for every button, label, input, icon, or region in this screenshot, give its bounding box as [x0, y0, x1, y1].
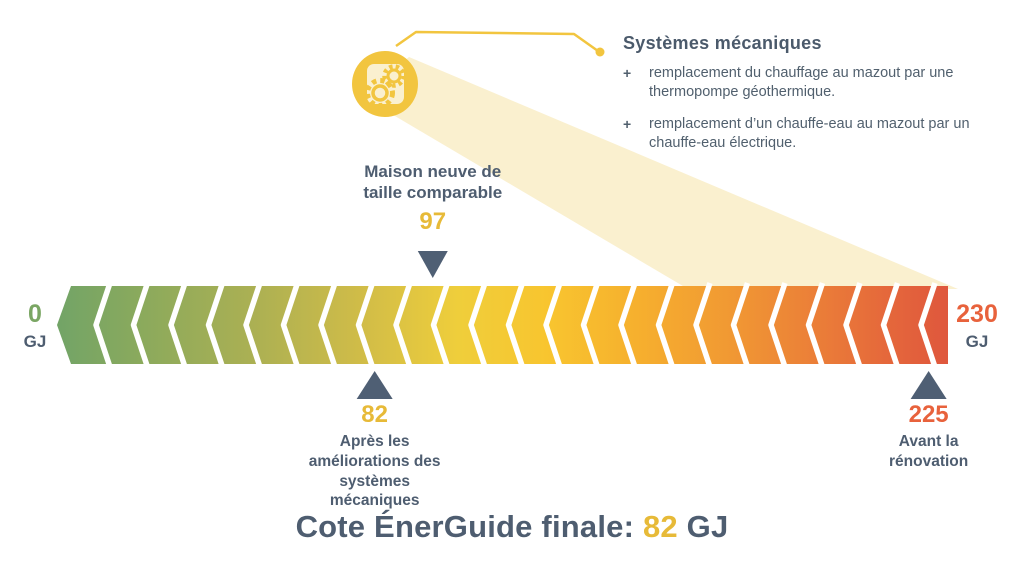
marker-triangle-icon	[356, 371, 393, 399]
gears-icon	[352, 51, 418, 117]
marker-value: 225	[908, 401, 949, 428]
marker-label: Avant la rénovation	[889, 433, 969, 470]
marker-triangle-icon	[417, 251, 448, 278]
axis-min-value: 0	[28, 300, 42, 328]
marker-label: Après les améliorations des systèmes méc…	[308, 433, 441, 510]
final-rating-line: Cote ÉnerGuide finale: 82 GJ	[0, 509, 1024, 545]
callout-list: + remplacement du chauffage au mazout pa…	[623, 64, 973, 167]
marker-comparable-new-house: Maison neuve de taille comparable 97	[358, 161, 508, 236]
callout-item: + remplacement du chauffage au mazout pa…	[623, 64, 973, 102]
axis-max-value: 230	[956, 300, 998, 328]
marker-label: Maison neuve de taille comparable	[363, 162, 503, 203]
callout-item: + remplacement d’un chauffe-eau au mazou…	[623, 115, 973, 153]
callout-item-text: remplacement du chauffage au mazout par …	[649, 65, 954, 101]
plus-bullet-icon: +	[623, 116, 632, 133]
highlight-beam	[361, 57, 958, 289]
axis-max-unit: GJ	[965, 332, 989, 351]
final-rating-label: Cote ÉnerGuide finale:	[295, 509, 635, 544]
final-rating-unit: GJ	[686, 509, 729, 544]
energy-scale-bar	[57, 282, 948, 368]
small-gear-icon	[382, 64, 406, 88]
callout-title: Systèmes mécaniques	[623, 33, 822, 53]
large-gear-icon	[365, 78, 395, 108]
callout-item-text: remplacement d’un chauffe-eau au mazout …	[649, 116, 970, 152]
axis-max-label: 230 GJ	[956, 302, 998, 352]
callout-connector-dot	[595, 47, 605, 57]
axis-min-label: 0 GJ	[24, 302, 47, 352]
final-rating-value: 82	[642, 509, 678, 544]
plus-bullet-icon: +	[623, 65, 632, 81]
marker-triangle-icon	[910, 371, 947, 399]
marker-before-renovation: 225 Avant la rénovation	[874, 401, 984, 472]
callout-connector-line	[395, 30, 599, 53]
marker-after-improvements: 82 Après les améliorations des systèmes …	[295, 401, 455, 511]
marker-value: 82	[361, 401, 388, 428]
marker-value: 97	[419, 207, 447, 235]
axis-min-unit: GJ	[23, 332, 47, 351]
mechanical-systems-badge	[352, 51, 418, 117]
